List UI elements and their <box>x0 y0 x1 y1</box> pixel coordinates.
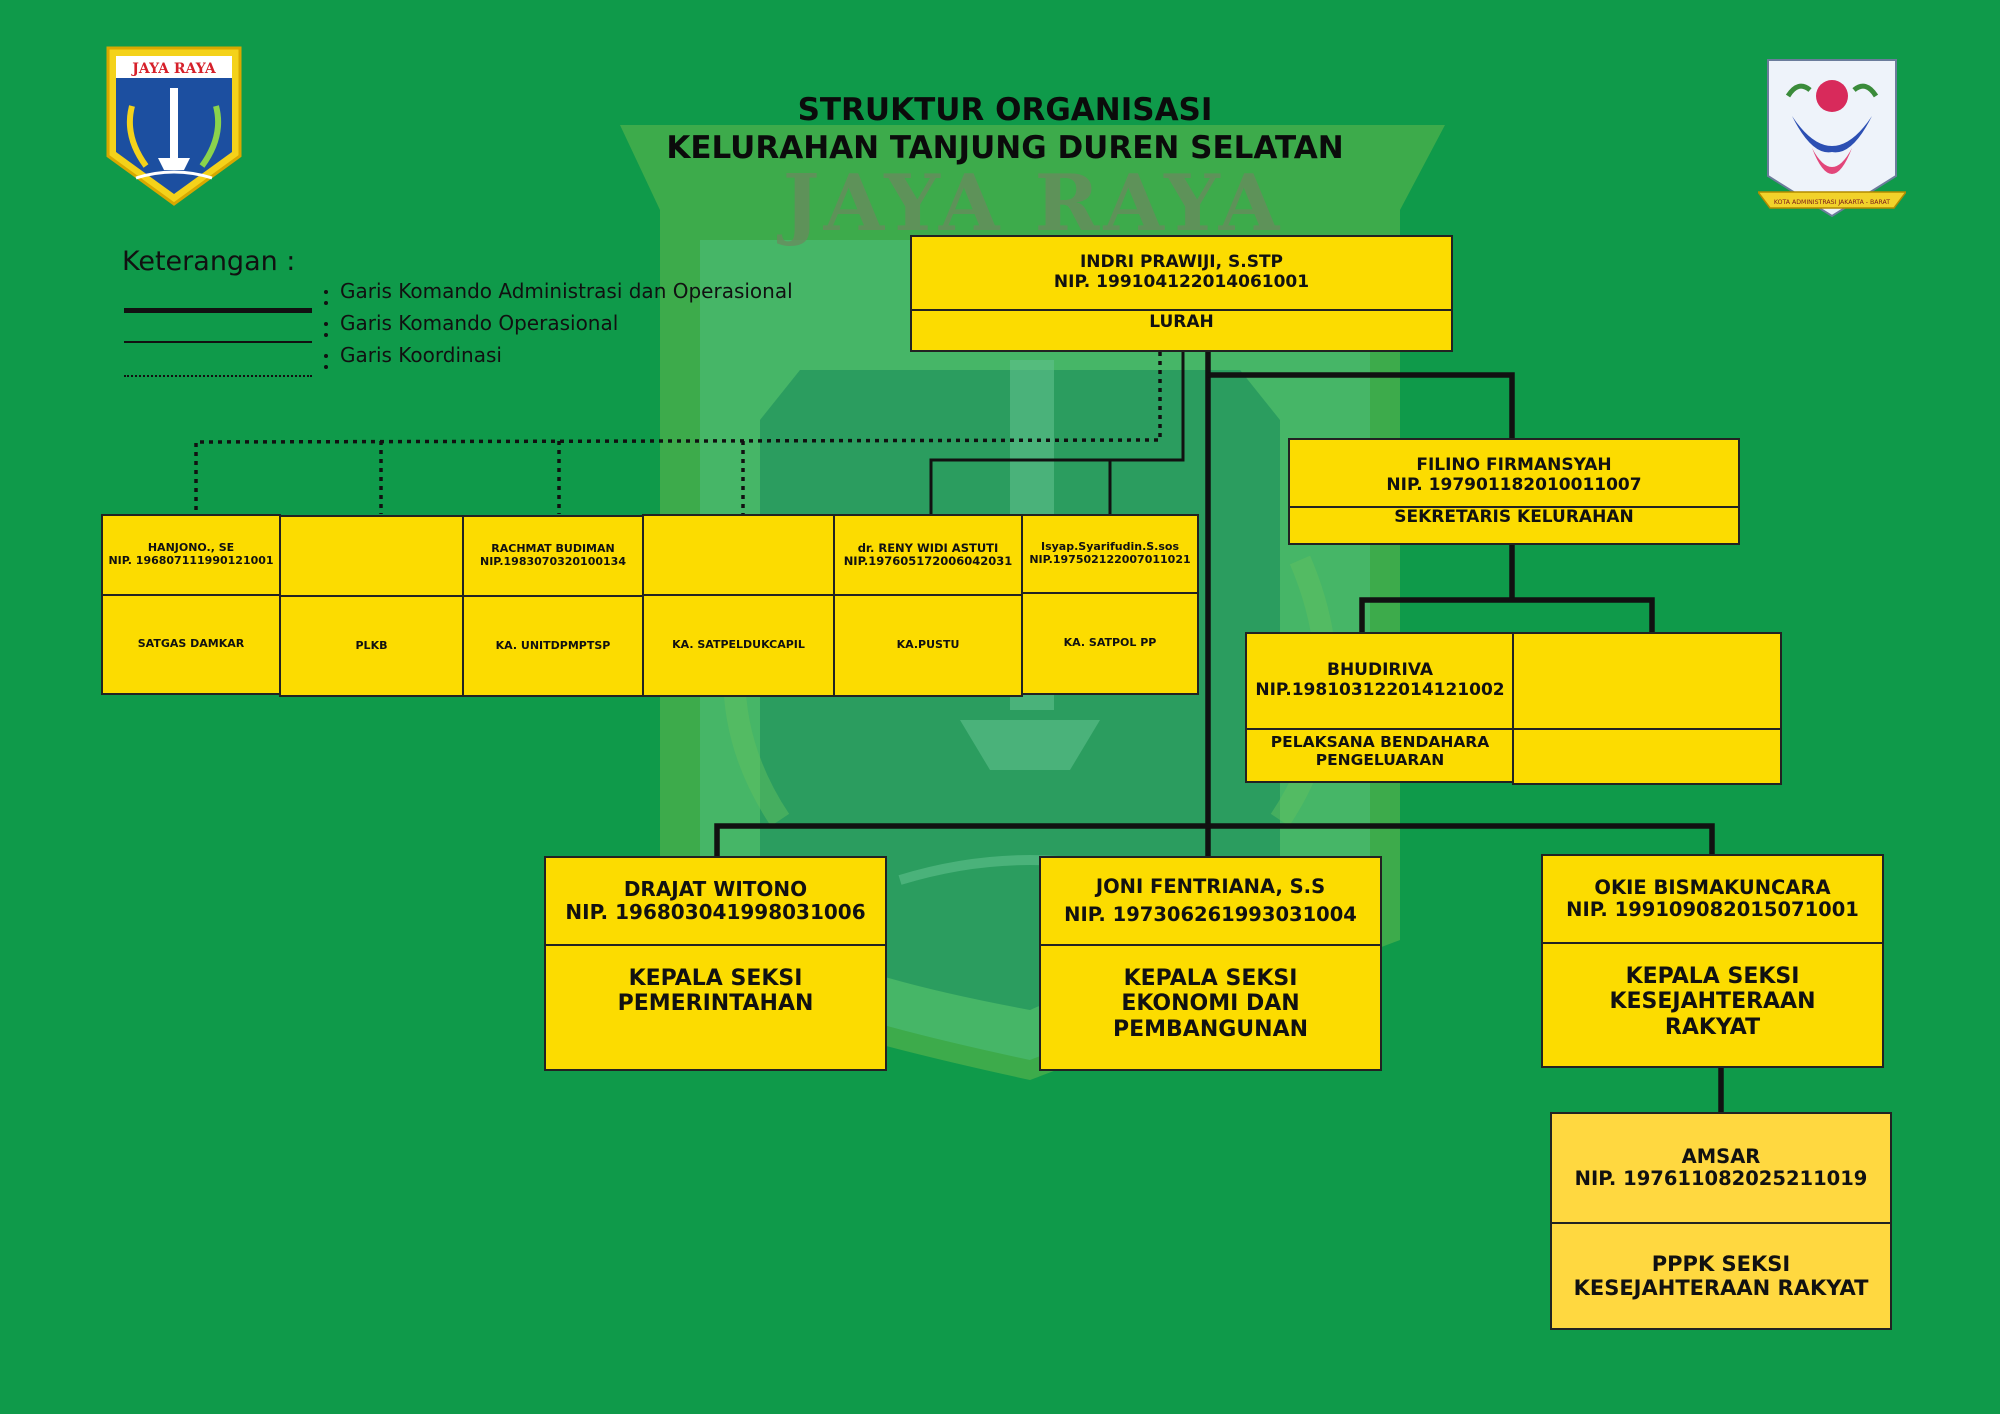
lurah-name: INDRI PRAWIJI, S.STP <box>1079 252 1284 273</box>
sekretaris-name: FILINO FIRMANSYAH <box>1416 455 1612 476</box>
satgas-name: HANJONO., SE <box>147 541 235 555</box>
pppk-name: AMSAR <box>1681 1144 1761 1168</box>
ekonomi-name: JONI FENTRIANA, S.S <box>1095 874 1326 898</box>
ptsp-nip: NIP.1983070320100134 <box>480 555 626 568</box>
watermark-text: JAYA RAYA <box>777 158 1284 249</box>
pppk-nip: NIP. 197611082025211019 <box>1574 1167 1868 1190</box>
satpol-position: KA. SATPOL PP <box>1063 636 1157 650</box>
ptsp-position: KA. UNITDPMPTSP <box>495 638 611 652</box>
node-plkb: PLKB <box>279 515 464 697</box>
kesra-position: KEPALA SEKSI KESEJAHTERAAN RAKYAT <box>1609 964 1816 1040</box>
chart-title-line2: KELURAHAN TANJUNG DUREN SELATAN <box>666 130 1344 166</box>
satpol-nip: NIP.197502122007011021 <box>1029 553 1191 566</box>
dki-jakarta-emblem-icon: JAYA RAYA <box>106 46 242 206</box>
node-lurah: INDRI PRAWIJI, S.STP NIP. 19910412201406… <box>910 235 1453 352</box>
jakarta-barat-emblem-icon: KOTA ADMINISTRASI JAKARTA - BARAT <box>1758 59 1906 218</box>
satpol-name: Isyap.Syarifudin.S.sos <box>1040 540 1180 554</box>
left-logo-text: JAYA RAYA <box>130 61 217 77</box>
sekretaris-position: SEKRETARIS KELURAHAN <box>1394 507 1634 527</box>
node-kasi-pemerintahan: DRAJAT WITONO NIP. 196803041998031006 KE… <box>544 856 887 1071</box>
bendahara-position: PELAKSANA BENDAHARA PENGELUARAN <box>1270 733 1490 769</box>
legend-thick-line <box>124 308 312 313</box>
ekonomi-position: KEPALA SEKSI EKONOMI DAN PEMBANGUNAN <box>1112 966 1309 1042</box>
kesra-nip: NIP. 199109082015071001 <box>1566 898 1859 921</box>
node-bendahara: BHUDIRIVA NIP.198103122014121002 PELAKSA… <box>1245 632 1515 783</box>
pemerintahan-nip: NIP. 196803041998031006 <box>565 900 866 924</box>
pemerintahan-name: DRAJAT WITONO <box>623 877 808 901</box>
pustu-name: dr. RENY WIDI ASTUTI <box>857 540 999 555</box>
legend-dotted-line <box>124 375 312 377</box>
node-pustu: dr. RENY WIDI ASTUTI NIP.197605172006042… <box>833 514 1023 697</box>
lurah-position: LURAH <box>1149 312 1214 332</box>
plkb-position: PLKB <box>355 638 388 652</box>
dukcapil-position: KA. SATPELDUKCAPIL <box>672 638 805 652</box>
coordination-lines <box>194 352 1162 514</box>
node-satpel-dukcapil: KA. SATPELDUKCAPIL <box>642 514 835 697</box>
node-unit-ptsp: RACHMAT BUDIMAN NIP.1983070320100134 KA.… <box>462 515 644 697</box>
bendahara-name: BHUDIRIVA <box>1326 660 1433 681</box>
node-blank-staff <box>1512 632 1782 785</box>
node-satpol-pp: Isyap.Syarifudin.S.sos NIP.1975021220070… <box>1021 514 1199 695</box>
node-sekretaris: FILINO FIRMANSYAH NIP. 19790118201001100… <box>1288 438 1740 545</box>
legend-item-operational-command: Garis Komando Operasional <box>340 311 619 335</box>
sekretaris-nip: NIP. 197901182010011007 <box>1386 475 1642 495</box>
chart-title-line1: STRUKTUR ORGANISASI <box>797 92 1213 128</box>
right-logo-text: KOTA ADMINISTRASI JAKARTA - BARAT <box>1774 199 1890 206</box>
node-satgas-damkar: HANJONO., SE NIP. 196807111990121001 SAT… <box>101 514 281 695</box>
legend-thin-line <box>124 341 312 343</box>
node-kasi-ekonomi: JONI FENTRIANA, S.S NIP. 197306261993031… <box>1039 856 1382 1071</box>
operational-lines <box>929 352 1185 514</box>
node-kasi-kesra: OKIE BISMAKUNCARA NIP. 19910908201507100… <box>1541 854 1884 1068</box>
satgas-position: SATGAS DAMKAR <box>137 637 245 651</box>
lurah-nip: NIP. 199104122014061001 <box>1053 272 1310 292</box>
admin-command-lines <box>714 352 1724 1113</box>
pemerintahan-position: KEPALA SEKSI PEMERINTAHAN <box>617 966 814 1017</box>
kesra-name: OKIE BISMAKUNCARA <box>1594 875 1831 899</box>
legend-item-coordination: Garis Koordinasi <box>340 343 502 367</box>
pustu-nip: NIP.197605172006042031 <box>843 554 1013 568</box>
satgas-nip: NIP. 196807111990121001 <box>108 554 274 567</box>
node-pppk-kesra: AMSAR NIP. 197611082025211019 PPPK SEKSI… <box>1550 1112 1892 1330</box>
pppk-position: PPPK SEKSI KESEJAHTERAAN RAKYAT <box>1573 1251 1869 1300</box>
pustu-position: KA.PUSTU <box>896 638 960 652</box>
ekonomi-nip: NIP. 197306261993031004 <box>1064 903 1357 926</box>
legend-item-admin-command: Garis Komando Administrasi dan Operasion… <box>340 279 793 303</box>
bendahara-nip: NIP.198103122014121002 <box>1255 680 1505 700</box>
legend-title: Keterangan : <box>122 246 296 277</box>
ptsp-name: RACHMAT BUDIMAN <box>491 542 615 556</box>
